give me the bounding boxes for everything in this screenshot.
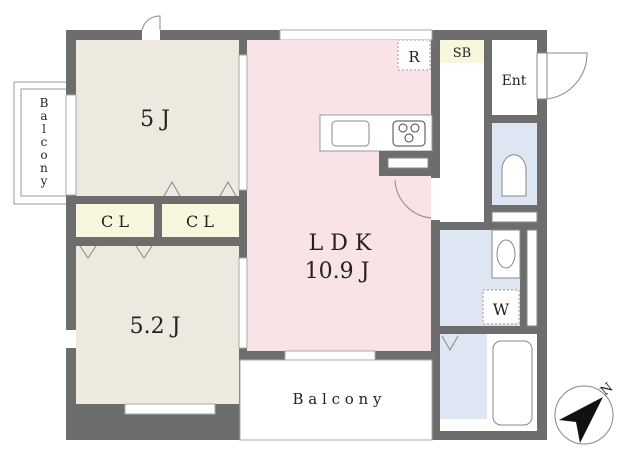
kitchen-storage xyxy=(387,157,429,169)
west-balcony-letter: c xyxy=(41,135,48,149)
sliding-door-2 xyxy=(238,257,248,349)
closet-1 xyxy=(76,204,154,237)
refrigerator-label: R xyxy=(408,48,420,66)
west-balcony-letter: B xyxy=(40,96,49,110)
toilet-storage xyxy=(491,211,538,223)
washer-label: W xyxy=(493,300,510,319)
wash-storage xyxy=(526,229,538,327)
western-room-2 xyxy=(76,246,239,404)
burner-icon xyxy=(404,133,414,143)
sink-icon xyxy=(331,120,370,147)
entrance-door xyxy=(536,52,548,100)
south-balcony-label: B a l c o n y xyxy=(293,390,382,408)
ldk-door xyxy=(431,178,440,220)
hallway xyxy=(440,40,484,222)
shoe-box-label: SB xyxy=(453,46,471,61)
closet-2-label: C L xyxy=(186,212,214,231)
burner-icon xyxy=(410,123,420,133)
ldk-label: L D K xyxy=(309,231,372,256)
western-room-1 xyxy=(76,40,239,196)
window-west-2 xyxy=(66,330,76,348)
compass-icon: N xyxy=(554,380,616,445)
closet-door-icons xyxy=(79,180,459,352)
entrance-label: Ent xyxy=(502,73,527,89)
west-balcony-letter: y xyxy=(40,174,48,188)
basin-icon xyxy=(496,239,516,269)
west-balcony-letter: o xyxy=(40,148,47,162)
window-north xyxy=(142,30,160,40)
west-balcony-label: B a l c o n y xyxy=(40,96,49,188)
toilet-icon xyxy=(501,154,527,197)
bathtub xyxy=(492,340,533,426)
room-size-western-2: 5.2 J xyxy=(130,314,181,339)
window-ldk-south xyxy=(284,350,376,361)
closet-2 xyxy=(162,204,239,237)
closet-1-label: C L xyxy=(101,212,129,231)
west-balcony-letter: a xyxy=(40,109,47,123)
west-balcony-letter: l xyxy=(42,122,46,136)
ldk-door-swing xyxy=(394,179,433,219)
west-balcony-letter: n xyxy=(40,161,48,175)
window-south xyxy=(124,403,216,415)
burner-icon xyxy=(398,123,408,133)
refrigerator-space xyxy=(397,39,431,71)
washer-space xyxy=(482,289,520,325)
entrance-door-swing xyxy=(546,52,588,100)
window-west xyxy=(65,94,77,196)
ldk-window-top xyxy=(279,29,433,41)
entrance xyxy=(492,40,537,115)
bathroom-floor xyxy=(440,334,487,419)
shoe-box xyxy=(440,40,484,63)
west-balcony-inner xyxy=(20,88,69,197)
door-swing-north xyxy=(141,15,161,31)
sliding-door-1 xyxy=(238,54,248,191)
ldk-size: 10.9 J xyxy=(305,259,370,284)
ldk-room xyxy=(247,40,431,351)
room-size-western-1: 5 J xyxy=(140,107,170,132)
south-balcony xyxy=(239,359,433,441)
